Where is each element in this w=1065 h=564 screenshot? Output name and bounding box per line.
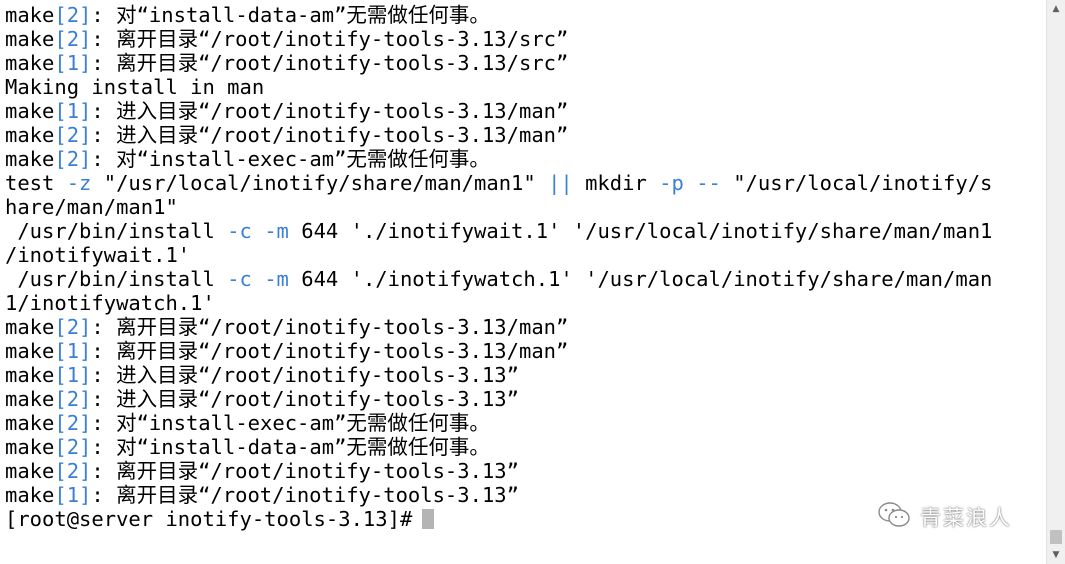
vertical-scrollbar[interactable]: ▲ ▼ — [1046, 0, 1065, 564]
terminal-line: hare/man/man1" — [5, 195, 1045, 219]
line-text: : 进入目录“/root/inotify-tools-3.13/man” — [91, 99, 569, 123]
wechat-icon — [876, 500, 912, 535]
line-text: : 离开目录“/root/inotify-tools-3.13/man” — [91, 339, 569, 363]
terminal-line: make[2]: 离开目录“/root/inotify-tools-3.13” — [5, 459, 1045, 483]
scroll-up-arrow-icon[interactable]: ▲ — [1052, 4, 1060, 14]
line-bracket: [2] — [54, 435, 92, 459]
terminal-line: make[2]: 对“install-data-am”无需做任何事。 — [5, 435, 1045, 459]
terminal-line: /usr/bin/install -c -m 644 './inotifywat… — [5, 267, 1045, 291]
line-flag: -c — [227, 219, 252, 243]
line-text: : 对“install-exec-am”无需做任何事。 — [91, 147, 490, 171]
line-text: "/usr/local/inotify/share/man/man1" — [91, 171, 549, 195]
line-text — [252, 219, 264, 243]
terminal-line: make[1]: 离开目录“/root/inotify-tools-3.13/s… — [5, 51, 1045, 75]
line-text: make — [5, 315, 55, 339]
line-bracket: [2] — [54, 123, 92, 147]
line-text: make — [5, 339, 55, 363]
terminal-lines: make[2]: 对“install-data-am”无需做任何事。make[2… — [5, 3, 1045, 507]
scrollbar-thumb[interactable] — [1050, 530, 1062, 544]
line-flag: -m — [264, 219, 289, 243]
line-text: : 进入目录“/root/inotify-tools-3.13” — [91, 363, 519, 387]
line-text: make — [5, 3, 55, 27]
line-text: make — [5, 411, 55, 435]
line-bracket: [2] — [54, 459, 92, 483]
terminal-line: make[1]: 进入目录“/root/inotify-tools-3.13/m… — [5, 99, 1045, 123]
line-text: make — [5, 483, 55, 507]
terminal-line: Making install in man — [5, 75, 1045, 99]
terminal-line: /usr/bin/install -c -m 644 './inotifywai… — [5, 219, 1045, 243]
line-text: make — [5, 435, 55, 459]
line-flag: -- — [696, 171, 721, 195]
line-text: : 离开目录“/root/inotify-tools-3.13” — [91, 459, 519, 483]
line-flag: -p — [659, 171, 684, 195]
terminal-line: make[1]: 离开目录“/root/inotify-tools-3.13” — [5, 483, 1045, 507]
line-bracket: [1] — [54, 363, 92, 387]
watermark-text: 青菜浪人 — [920, 506, 1012, 530]
line-bracket: [2] — [54, 147, 92, 171]
line-pipe: || — [548, 171, 573, 195]
line-text: mkdir — [572, 171, 660, 195]
terminal-line: make[1]: 离开目录“/root/inotify-tools-3.13/m… — [5, 339, 1045, 363]
line-text — [684, 171, 696, 195]
line-text — [252, 267, 264, 291]
cursor — [422, 509, 435, 529]
line-text: make — [5, 123, 55, 147]
line-text: 644 './inotifywatch.1' '/usr/local/inoti… — [288, 267, 993, 291]
line-bracket: [2] — [54, 3, 92, 27]
line-text: 1/inotifywatch.1' — [5, 291, 215, 315]
terminal-line: make[2]: 对“install-data-am”无需做任何事。 — [5, 3, 1045, 27]
line-text: : 离开目录“/root/inotify-tools-3.13/src” — [91, 27, 569, 51]
line-text: : 进入目录“/root/inotify-tools-3.13” — [91, 387, 519, 411]
line-text: make — [5, 99, 55, 123]
line-bracket: [2] — [54, 315, 92, 339]
terminal-line: make[2]: 对“install-exec-am”无需做任何事。 — [5, 411, 1045, 435]
line-text: /inotifywait.1' — [5, 243, 191, 267]
line-bracket: [1] — [54, 51, 92, 75]
line-bracket: [1] — [54, 339, 92, 363]
terminal-line: make[1]: 进入目录“/root/inotify-tools-3.13” — [5, 363, 1045, 387]
line-text: make — [5, 147, 55, 171]
line-text: : 对“install-data-am”无需做任何事。 — [91, 3, 490, 27]
line-text: : 离开目录“/root/inotify-tools-3.13/src” — [91, 51, 569, 75]
watermark: 青菜浪人 — [876, 500, 1012, 534]
line-text: Making install in man — [5, 75, 265, 99]
scroll-down-arrow-icon[interactable]: ▼ — [1052, 550, 1060, 560]
line-text: make — [5, 51, 55, 75]
line-flag: -z — [66, 171, 92, 195]
line-text: : 离开目录“/root/inotify-tools-3.13/man” — [91, 315, 569, 339]
line-bracket: [1] — [54, 483, 92, 507]
line-bracket: [2] — [54, 387, 92, 411]
line-text: make — [5, 27, 55, 51]
terminal-line: make[2]: 对“install-exec-am”无需做任何事。 — [5, 147, 1045, 171]
line-text: make — [5, 387, 55, 411]
line-text: make — [5, 363, 55, 387]
line-flag: -m — [264, 267, 289, 291]
line-text: hare/man/man1" — [5, 195, 178, 219]
terminal-line: make[2]: 进入目录“/root/inotify-tools-3.13” — [5, 387, 1045, 411]
line-text: make — [5, 459, 55, 483]
terminal-line: make[2]: 离开目录“/root/inotify-tools-3.13/m… — [5, 315, 1045, 339]
terminal-line: test -z "/usr/local/inotify/share/man/ma… — [5, 171, 1045, 195]
terminal-line: make[2]: 进入目录“/root/inotify-tools-3.13/m… — [5, 123, 1045, 147]
line-text: : 对“install-data-am”无需做任何事。 — [91, 435, 490, 459]
terminal-line: 1/inotifywatch.1' — [5, 291, 1045, 315]
line-text: : 对“install-exec-am”无需做任何事。 — [91, 411, 490, 435]
line-text: /usr/bin/install — [5, 267, 228, 291]
line-bracket: [1] — [54, 99, 92, 123]
line-text: "/usr/local/inotify/s — [720, 171, 993, 195]
shell-prompt: [root@server inotify-tools-3.13]# — [5, 507, 413, 531]
line-text: test — [5, 171, 67, 195]
terminal-line: /inotifywait.1' — [5, 243, 1045, 267]
terminal-line: make[2]: 离开目录“/root/inotify-tools-3.13/s… — [5, 27, 1045, 51]
line-text: : 离开目录“/root/inotify-tools-3.13” — [91, 483, 519, 507]
prompt-line[interactable]: [root@server inotify-tools-3.13]# — [5, 507, 435, 531]
line-bracket: [2] — [54, 411, 92, 435]
line-text: 644 './inotifywait.1' '/usr/local/inotif… — [288, 219, 993, 243]
line-text: : 进入目录“/root/inotify-tools-3.13/man” — [91, 123, 569, 147]
line-bracket: [2] — [54, 27, 92, 51]
line-flag: -c — [227, 267, 252, 291]
line-text: /usr/bin/install — [5, 219, 228, 243]
